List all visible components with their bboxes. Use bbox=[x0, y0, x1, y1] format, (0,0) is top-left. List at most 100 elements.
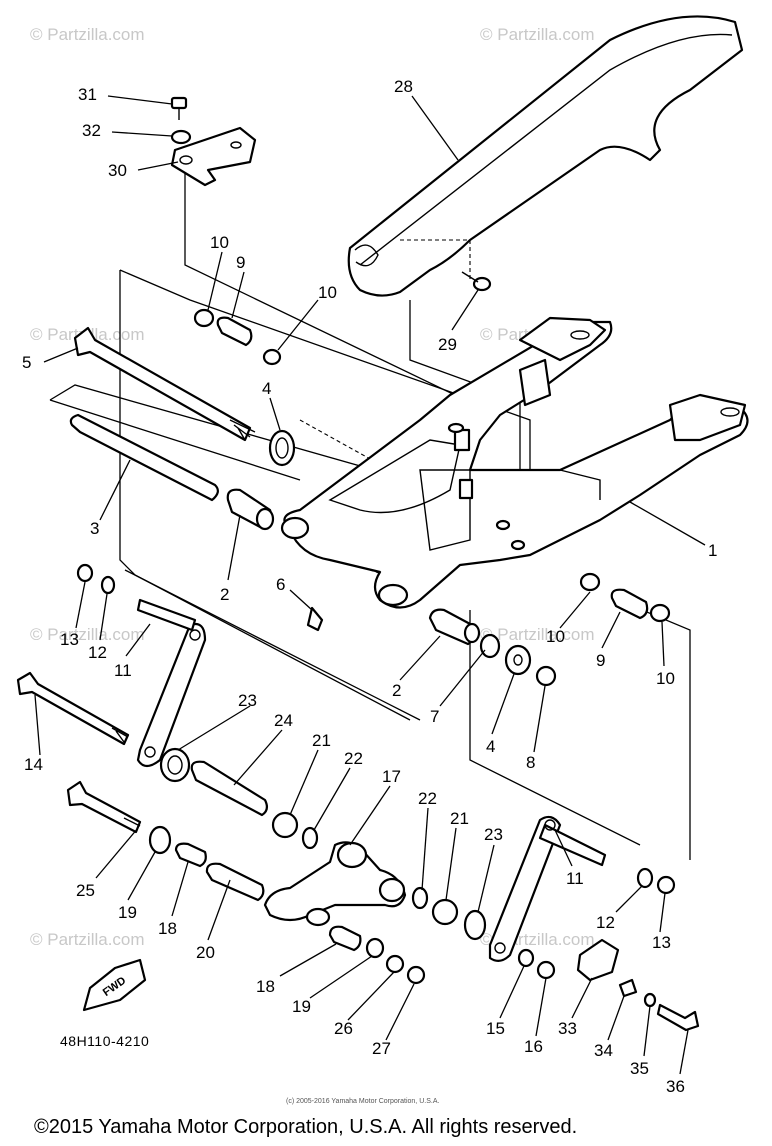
callout-2: 2 bbox=[392, 681, 401, 700]
callout-18: 18 bbox=[158, 919, 177, 938]
bearing bbox=[579, 572, 671, 623]
swingarm bbox=[280, 316, 749, 609]
collar bbox=[190, 760, 269, 817]
callout-7: 7 bbox=[430, 707, 439, 726]
callout-27: 27 bbox=[372, 1039, 391, 1058]
oil-seal bbox=[159, 747, 191, 783]
callout-33: 33 bbox=[558, 1019, 577, 1038]
small-copyright: (c) 2005-2016 Yamaha Motor Corporation, … bbox=[286, 1098, 439, 1105]
chain-case bbox=[347, 15, 744, 297]
collar bbox=[328, 925, 362, 952]
footer-copyright: ©2015 Yamaha Motor Corporation, U.S.A. A… bbox=[34, 1116, 577, 1138]
washer bbox=[504, 644, 532, 676]
callout-labels: 31 32 30 28 10 9 10 5 4 29 3 2 6 1 13 12… bbox=[22, 77, 717, 1096]
callout-13: 13 bbox=[652, 933, 671, 952]
bushing bbox=[226, 488, 275, 531]
callout-23: 23 bbox=[484, 825, 503, 844]
collar bbox=[610, 588, 649, 620]
callout-19: 19 bbox=[292, 997, 311, 1016]
oil-seal bbox=[301, 826, 319, 850]
callout-9: 9 bbox=[596, 651, 605, 670]
bearing bbox=[271, 811, 299, 839]
callout-34: 34 bbox=[594, 1041, 613, 1060]
watermark-text: © Partzilla.com bbox=[30, 25, 145, 44]
spacer bbox=[618, 978, 638, 998]
oil-seal bbox=[365, 937, 385, 959]
watermark-text: © Partzilla.com bbox=[480, 25, 595, 44]
oil-seal bbox=[148, 825, 172, 855]
oil-seal bbox=[411, 886, 429, 910]
callout-15: 15 bbox=[486, 1019, 505, 1038]
part-code: 48H110-4210 bbox=[60, 1033, 149, 1049]
bolt bbox=[306, 606, 324, 632]
callout-2: 2 bbox=[220, 585, 229, 604]
callout-4: 4 bbox=[262, 379, 271, 398]
washer bbox=[643, 992, 657, 1008]
callout-3: 3 bbox=[90, 519, 99, 538]
bolt bbox=[170, 96, 188, 120]
callout-19: 19 bbox=[118, 903, 137, 922]
callout-14: 14 bbox=[24, 755, 43, 774]
callout-12: 12 bbox=[88, 643, 107, 662]
callout-21: 21 bbox=[450, 809, 469, 828]
watermark-text: © Partzilla.com bbox=[480, 625, 595, 644]
relay-arm bbox=[136, 598, 207, 768]
callout-23: 23 bbox=[238, 691, 257, 710]
collar bbox=[205, 862, 265, 902]
oil-seal bbox=[479, 633, 501, 659]
callout-20: 20 bbox=[196, 943, 215, 962]
nut bbox=[656, 875, 676, 895]
forward-arrow: FWD bbox=[82, 958, 147, 1012]
oil-seal bbox=[463, 909, 487, 941]
callout-10: 10 bbox=[656, 669, 675, 688]
collar bbox=[216, 316, 253, 347]
pivot-tube bbox=[69, 413, 219, 502]
nut bbox=[170, 129, 192, 145]
washer bbox=[636, 867, 654, 889]
callout-8: 8 bbox=[526, 753, 535, 772]
callout-18: 18 bbox=[256, 977, 275, 996]
callout-22: 22 bbox=[418, 789, 437, 808]
nut bbox=[535, 665, 557, 687]
callout-11: 11 bbox=[114, 661, 132, 680]
watermark-text: © Partzilla.com bbox=[30, 625, 145, 644]
bolt bbox=[656, 1003, 700, 1032]
washer bbox=[100, 575, 116, 595]
callout-12: 12 bbox=[596, 913, 615, 932]
callout-24: 24 bbox=[274, 711, 293, 730]
watermark-text: © Partzilla.com bbox=[30, 930, 145, 949]
relay-arm bbox=[488, 815, 607, 962]
callout-4: 4 bbox=[486, 737, 495, 756]
washer bbox=[385, 954, 405, 974]
callout-28: 28 bbox=[394, 77, 413, 96]
bracket bbox=[170, 126, 257, 187]
bolt bbox=[66, 780, 142, 834]
nut bbox=[406, 965, 426, 985]
callout-25: 25 bbox=[76, 881, 95, 900]
callout-1: 1 bbox=[708, 541, 717, 560]
bolt bbox=[461, 271, 492, 292]
nut bbox=[76, 563, 94, 583]
nut bbox=[536, 960, 556, 980]
callout-6: 6 bbox=[276, 575, 285, 594]
bearing bbox=[193, 308, 282, 366]
oil-seal bbox=[268, 429, 296, 467]
callout-16: 16 bbox=[524, 1037, 543, 1056]
callout-26: 26 bbox=[334, 1019, 353, 1038]
callout-10: 10 bbox=[318, 283, 337, 302]
callout-13: 13 bbox=[60, 630, 79, 649]
pivot-shaft bbox=[73, 326, 256, 442]
washer bbox=[517, 948, 535, 968]
bushing bbox=[428, 608, 481, 646]
callout-10: 10 bbox=[546, 627, 565, 646]
chain-guide-block bbox=[576, 938, 620, 982]
connecting-arm bbox=[263, 841, 407, 927]
callout-32: 32 bbox=[82, 121, 101, 140]
callout-10: 10 bbox=[210, 233, 229, 252]
callout-11: 11 bbox=[566, 869, 584, 888]
bearing bbox=[431, 898, 459, 926]
leader-lines bbox=[34, 95, 706, 1075]
bolt bbox=[16, 671, 130, 746]
